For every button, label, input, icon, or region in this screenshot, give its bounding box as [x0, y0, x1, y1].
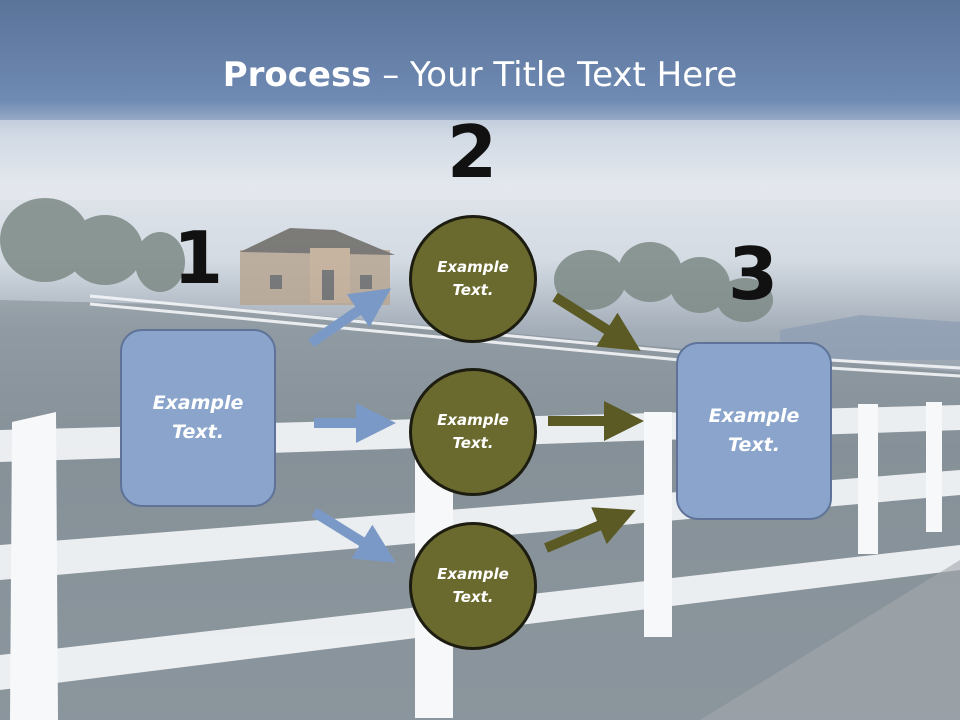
- title-rest: – Your Title Text Here: [371, 55, 738, 95]
- example-circle-top: Example Text.: [409, 215, 537, 343]
- step-number-1: 1: [172, 216, 224, 300]
- example-box-left: Example Text.: [120, 329, 276, 507]
- arrow-up-right: [308, 288, 392, 348]
- slide-title: Process – Your Title Text Here: [0, 52, 960, 98]
- arrow-down-right-olive: [552, 292, 641, 351]
- title-bold: Process: [222, 55, 372, 95]
- arrow-down-right: [311, 507, 396, 563]
- step-number-2: 2: [446, 110, 498, 194]
- example-circle-middle: Example Text.: [409, 368, 537, 496]
- house-image: [240, 228, 395, 305]
- step-number-3: 3: [727, 232, 779, 316]
- arrow-up-right-olive: [544, 507, 636, 553]
- example-box-right: Example Text.: [676, 342, 832, 520]
- example-circle-bottom: Example Text.: [409, 522, 537, 650]
